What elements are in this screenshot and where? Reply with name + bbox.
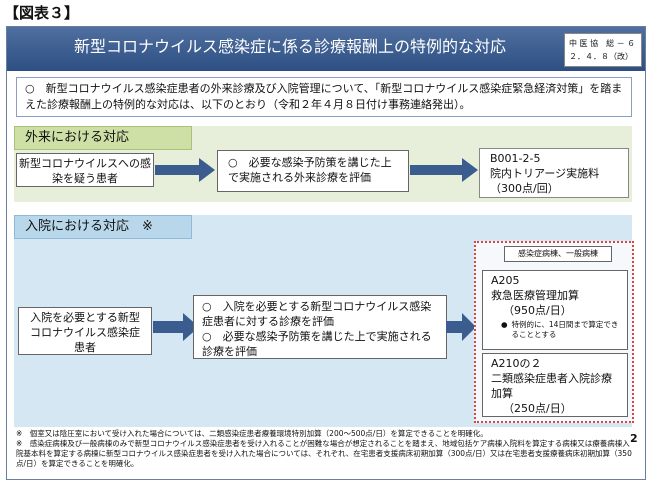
result-points: （300点/回） (490, 182, 559, 195)
figure-label: 【図表３】 (4, 4, 80, 22)
a205-points: （950点/日） (503, 304, 572, 317)
outpatient-result-box: B001-2-5 院内トリアージ実施料 （300点/回） (479, 148, 629, 198)
slide-title: 新型コロナウイルス感染症に係る診療報酬上の特例的な対応 (73, 37, 506, 56)
result-code: B001-2-5 (490, 152, 541, 165)
reference-line-1: 中 医 協 総 － ６ (569, 39, 636, 48)
a205-code: A205 (491, 274, 520, 287)
inpatient-condition-1: ○ 入院を必要とする新型コロナウイルス感染症患者に対する診療を評価 (202, 300, 432, 328)
bullet-icon: ● (501, 320, 508, 329)
outpatient-condition-box: ○ 必要な感染予防策を講じた上で実施される外来診療を評価 (217, 150, 409, 192)
inpatient-patient-box: 入院を必要とする新型コロナウイルス感染症患者 (18, 307, 152, 355)
a205-name: 救急医療管理加算 (491, 289, 579, 302)
reference-box: 中 医 協 総 － ６ ２．４．８（改） (564, 33, 642, 67)
a205-box: A205 救急医療管理加算 （950点/日） ● 特例的に、14日間まで算定でき… (482, 270, 628, 350)
a205-note: 特例的に、14日間まで算定できることとする (511, 320, 619, 339)
intro-box: ○ 新型コロナウイルス感染症患者の外来診療及び入院管理について、「新型コロナウイ… (16, 77, 632, 117)
arrow-right-icon (153, 313, 199, 341)
arrow-right-icon (410, 158, 478, 182)
page-number: 2 (630, 432, 638, 445)
arrow-right-icon (155, 158, 215, 182)
ward-label: 感染症病棟、一般病棟 (504, 246, 612, 262)
footnotes: ※ 個室又は陰圧室において受け入れた場合については、二類感染症患者療養環境特別加… (16, 429, 632, 469)
a210-code: A210の２ (491, 357, 542, 370)
footnote-1: ※ 個室又は陰圧室において受け入れた場合については、二類感染症患者療養環境特別加… (16, 429, 488, 438)
arrow-right-icon (446, 313, 476, 341)
result-name: 院内トリアージ実施料 (490, 167, 600, 180)
a210-box: A210の２ 二類感染症患者入院診療加算 （250点/日） (482, 353, 628, 417)
inpatient-condition-2: ○ 必要な感染予防策を講じた上で実施される診療を評価 (202, 330, 432, 358)
outpatient-heading: 外来における対応 (14, 126, 192, 150)
title-bar (7, 27, 645, 71)
inpatient-heading: 入院における対応 ※ (14, 215, 192, 239)
outpatient-patient-box: 新型コロナウイルスへの感染を疑う患者 (16, 153, 154, 187)
inpatient-condition-box: ○ 入院を必要とする新型コロナウイルス感染症患者に対する診療を評価 ○ 必要な感… (193, 295, 447, 359)
a210-points: （250点/日） (503, 402, 572, 415)
a210-name: 二類感染症患者入院診療加算 (491, 372, 612, 400)
reference-line-2: ２．４．８（改） (569, 52, 633, 61)
footnote-2: ※ 感染症病棟及び一般病棟のみで新型コロナウイルス感染症患者を受け入れることが困… (16, 439, 632, 468)
a205-note-row: ● 特例的に、14日間まで算定できることとする (491, 320, 619, 340)
